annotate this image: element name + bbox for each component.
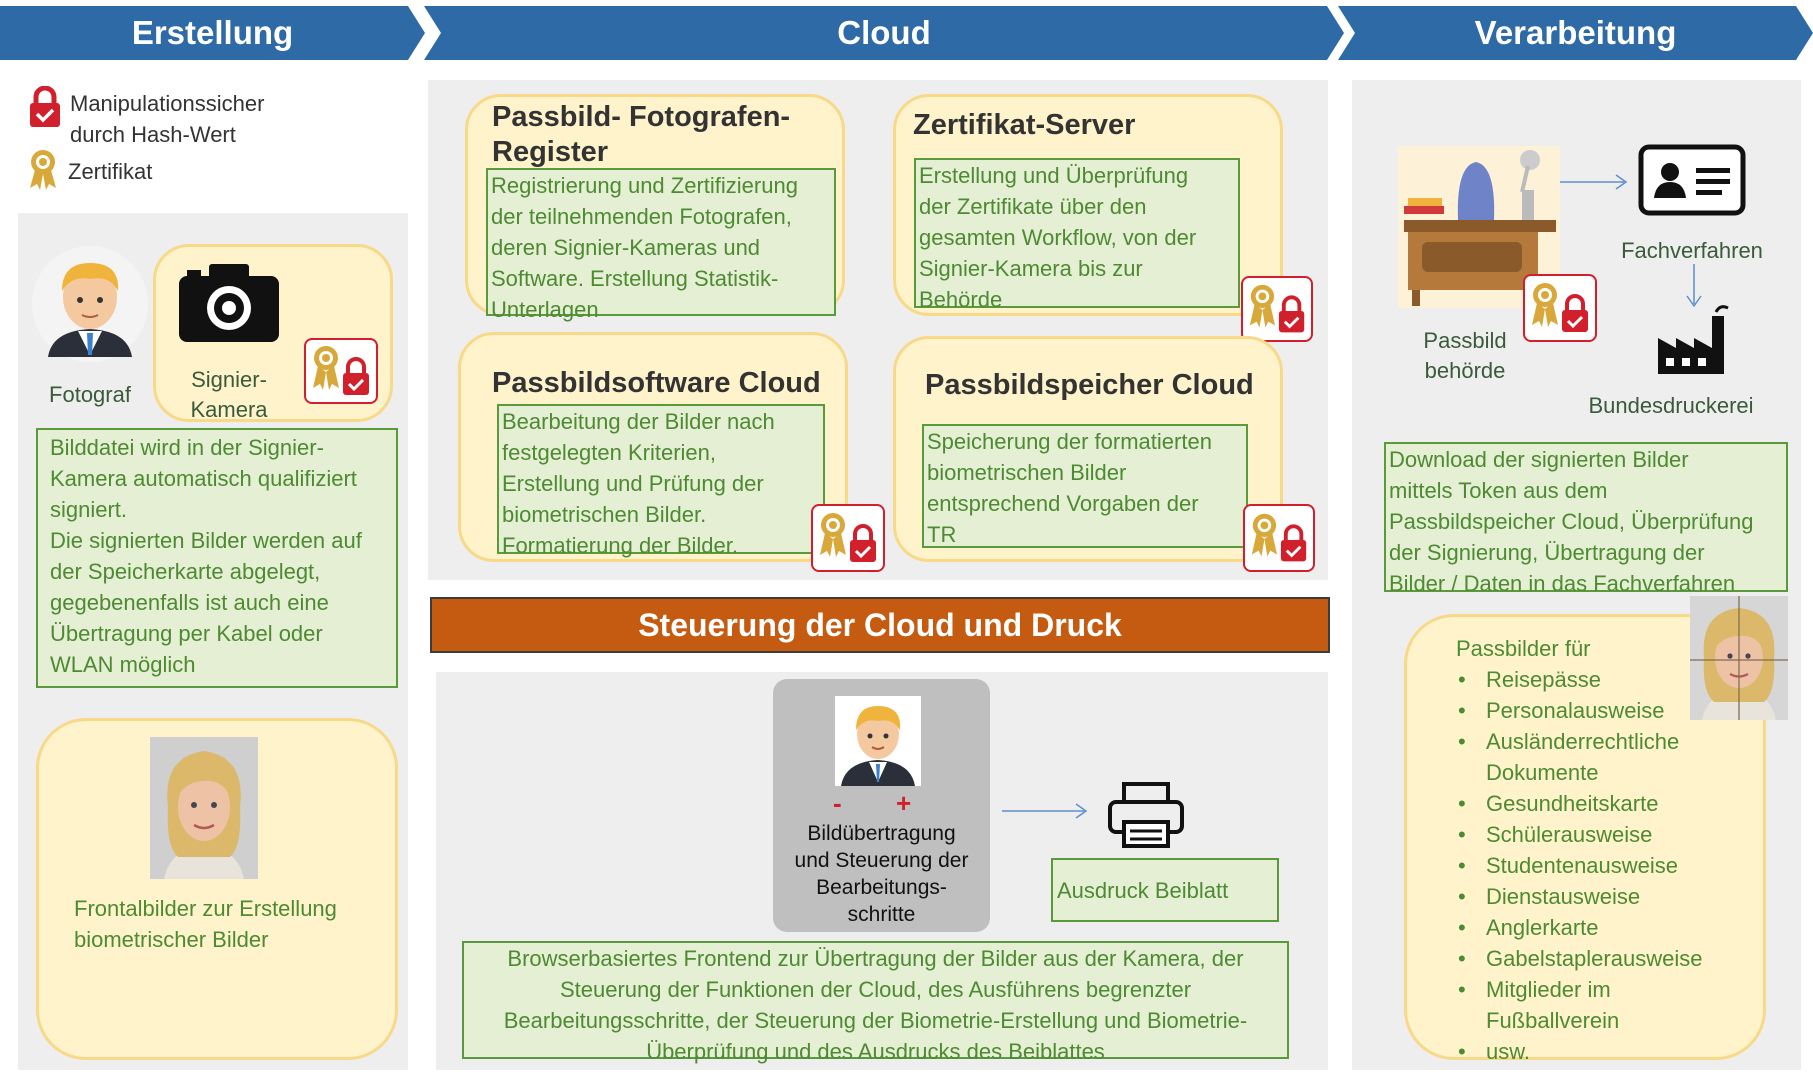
minus-sign: - — [833, 788, 842, 818]
printer-icon — [1106, 780, 1186, 850]
camera-label: Signier- Kamera — [190, 367, 268, 422]
passbild-list: Reisepässe Personalausweise Ausländerrec… — [1436, 664, 1702, 1067]
header-cloud-label: Cloud — [837, 14, 931, 51]
passport-photo — [1690, 596, 1788, 720]
id-card-icon — [1636, 142, 1748, 218]
operator-avatar — [835, 696, 921, 786]
header-processing-label: Verarbeitung — [1474, 14, 1677, 51]
list-item: Schülerausweise — [1458, 819, 1676, 850]
control-bar: Steuerung der Cloud und Druck — [430, 597, 1330, 653]
arrow-to-fachverfahren — [1560, 172, 1628, 192]
operator-text: Bildübertragung und Steuerung der Bearbe… — [794, 822, 969, 926]
list-item: Anglerkarte — [1458, 912, 1676, 943]
list-item: usw. — [1458, 1036, 1676, 1067]
plus-sign: + — [896, 788, 912, 818]
list-item: Reisepässe — [1458, 664, 1676, 695]
arrow-to-bundesdruckerei — [1684, 264, 1704, 308]
woman-portrait — [150, 737, 258, 879]
fachverfahren-label: Fachverfahren — [1621, 238, 1763, 263]
header-creation: Erstellung — [0, 6, 425, 60]
header-cloud: Cloud — [424, 6, 1344, 60]
legend-certificate-text: Zertifikat — [68, 159, 153, 184]
photographer-label: Fotograf — [49, 382, 131, 407]
legend-lock-text: Manipulationssicher durch Hash-Wert — [70, 91, 265, 147]
control-bar-title: Steuerung der Cloud und Druck — [638, 606, 1122, 643]
list-item: Personalausweise — [1458, 695, 1676, 726]
frontal-text: Frontalbilder zur Erstellung biometrisch… — [74, 896, 337, 952]
header-processing: Verarbeitung — [1338, 6, 1813, 60]
list-item: Gabelstaplerausweise — [1458, 943, 1702, 974]
list-item: Mitglieder im Fußballverein — [1458, 974, 1676, 1036]
print-label: Ausdruck Beiblatt — [1051, 858, 1279, 922]
header-creation-label: Erstellung — [131, 14, 294, 51]
cert-server-security-badge — [1241, 276, 1313, 342]
certificate-icon — [26, 148, 60, 190]
list-item: Ausländerrechtliche Dokumente — [1458, 726, 1679, 788]
lock-icon — [28, 85, 62, 128]
list-item: Studentenausweise — [1458, 850, 1678, 881]
list-item: Gesundheitskarte — [1458, 788, 1676, 819]
software-text: Bearbeitung der Bilder nach festgelegten… — [497, 404, 825, 558]
storage-security-badge — [1243, 504, 1315, 572]
software-title: Passbildsoftware Cloud — [492, 367, 821, 399]
authority-label: Passbild behörde — [1423, 328, 1507, 383]
frontend-text: Browserbasiertes Frontend zur Übertragun… — [462, 941, 1289, 1064]
passbild-list-title: Passbilder für — [1456, 636, 1591, 661]
cert-server-title: Zertifikat-Server — [913, 109, 1136, 141]
cert-server-text: Erstellung und Überprüfung der Zertifika… — [914, 158, 1240, 312]
storage-text: Speicherung der formatierten biometrisch… — [922, 424, 1248, 548]
desk-icon — [1398, 146, 1560, 308]
factory-icon — [1654, 302, 1734, 376]
camera-security-badge — [304, 338, 378, 404]
camera-icon — [175, 258, 283, 348]
camera-description: Bilddatei wird in der Signier- Kamera au… — [36, 428, 398, 688]
bundesdruckerei-label: Bundesdruckerei — [1588, 393, 1754, 418]
software-security-badge — [811, 504, 885, 572]
photographer-avatar — [30, 245, 150, 363]
register-text: Registrierung und Zertifizierung der tei… — [486, 168, 836, 322]
arrow-to-printer — [1002, 801, 1088, 821]
authority-security-badge — [1523, 274, 1597, 342]
download-text: Download der signierten Bilder mittels T… — [1384, 442, 1788, 596]
list-item: Dienstausweise — [1458, 881, 1676, 912]
storage-title: Passbildspeicher Cloud — [925, 369, 1254, 401]
register-title: Passbild- Fotografen- Register — [492, 101, 791, 168]
